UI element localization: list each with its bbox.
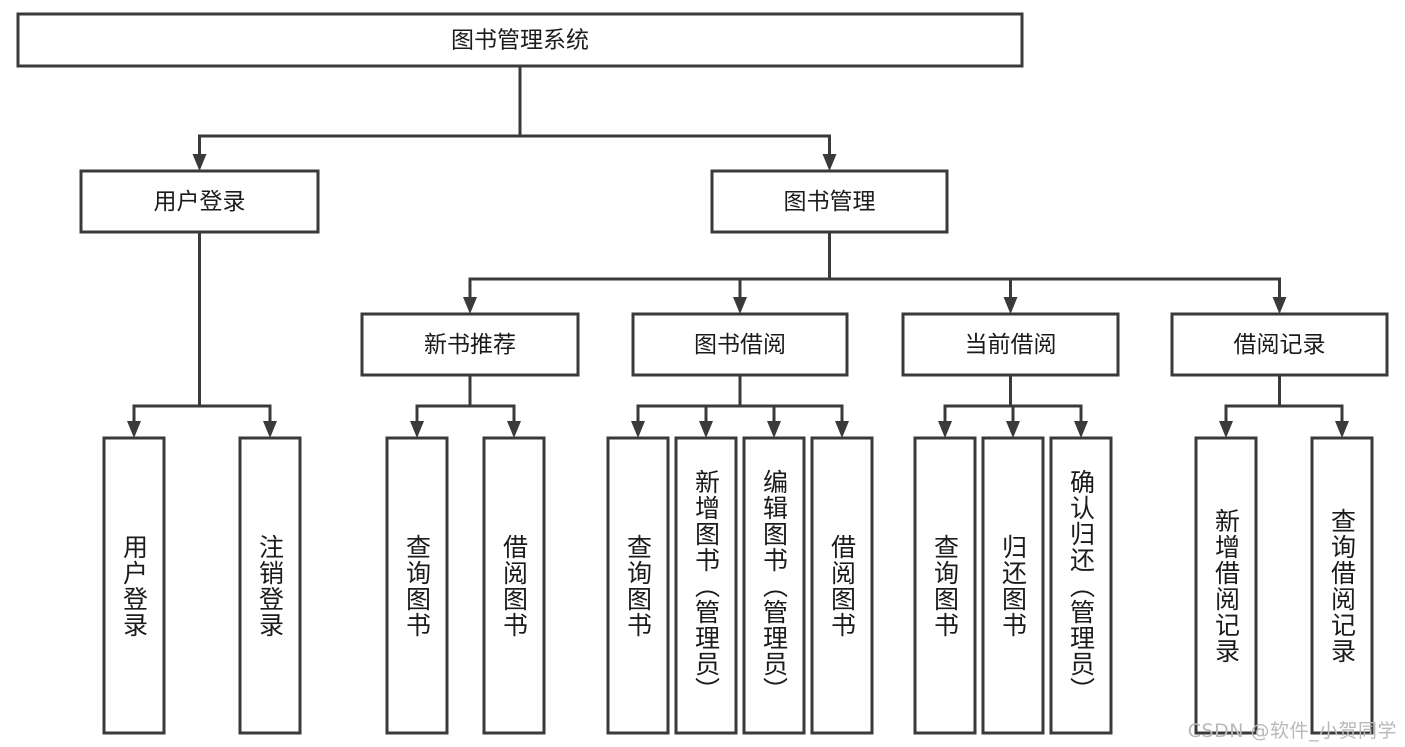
leaf-leaf-add-book[interactable] — [674, 436, 738, 735]
node-root[interactable] — [16, 12, 1024, 68]
leaf-leaf-confirm-return[interactable] — [1049, 436, 1113, 735]
node-user-login[interactable] — [79, 169, 320, 234]
node-borrow-record[interactable] — [1170, 312, 1389, 377]
node-current-borrow-label: 当前借阅 — [965, 332, 1057, 358]
leaf-leaf-query-book-2[interactable] — [606, 436, 670, 735]
node-new-book-recommend[interactable] — [360, 312, 580, 377]
leaf-leaf-borrow-book-1[interactable] — [482, 436, 546, 735]
leaf-leaf-query-record[interactable] — [1310, 436, 1374, 735]
node-book-borrow[interactable] — [631, 312, 849, 377]
leaf-leaf-return-book[interactable] — [981, 436, 1045, 735]
node-book-manage-label: 图书管理 — [784, 189, 876, 215]
leaf-leaf-add-record[interactable] — [1194, 436, 1258, 735]
leaf-leaf-query-book-3[interactable] — [913, 436, 977, 735]
connector-arrowheads — [127, 154, 1349, 438]
node-boxes — [16, 12, 1389, 735]
node-user-login-label: 用户登录 — [154, 189, 246, 215]
leaf-leaf-user-login[interactable] — [102, 436, 166, 735]
node-new-book-recommend-label: 新书推荐 — [424, 332, 516, 358]
node-root-label: 图书管理系统 — [451, 28, 589, 54]
node-book-borrow-label: 图书借阅 — [694, 332, 786, 358]
leaf-leaf-borrow-book-2[interactable] — [810, 436, 874, 735]
watermark-text: CSDN @软件_小贺同学 — [1187, 720, 1397, 742]
connector-lines — [132, 64, 1344, 423]
leaf-leaf-user-logout[interactable] — [238, 436, 302, 735]
node-current-borrow[interactable] — [901, 312, 1120, 377]
leaf-leaf-edit-book[interactable] — [742, 436, 806, 735]
node-borrow-record-label: 借阅记录 — [1234, 332, 1326, 358]
leaf-leaf-query-book-1[interactable] — [385, 436, 449, 735]
node-book-manage[interactable] — [710, 169, 949, 234]
